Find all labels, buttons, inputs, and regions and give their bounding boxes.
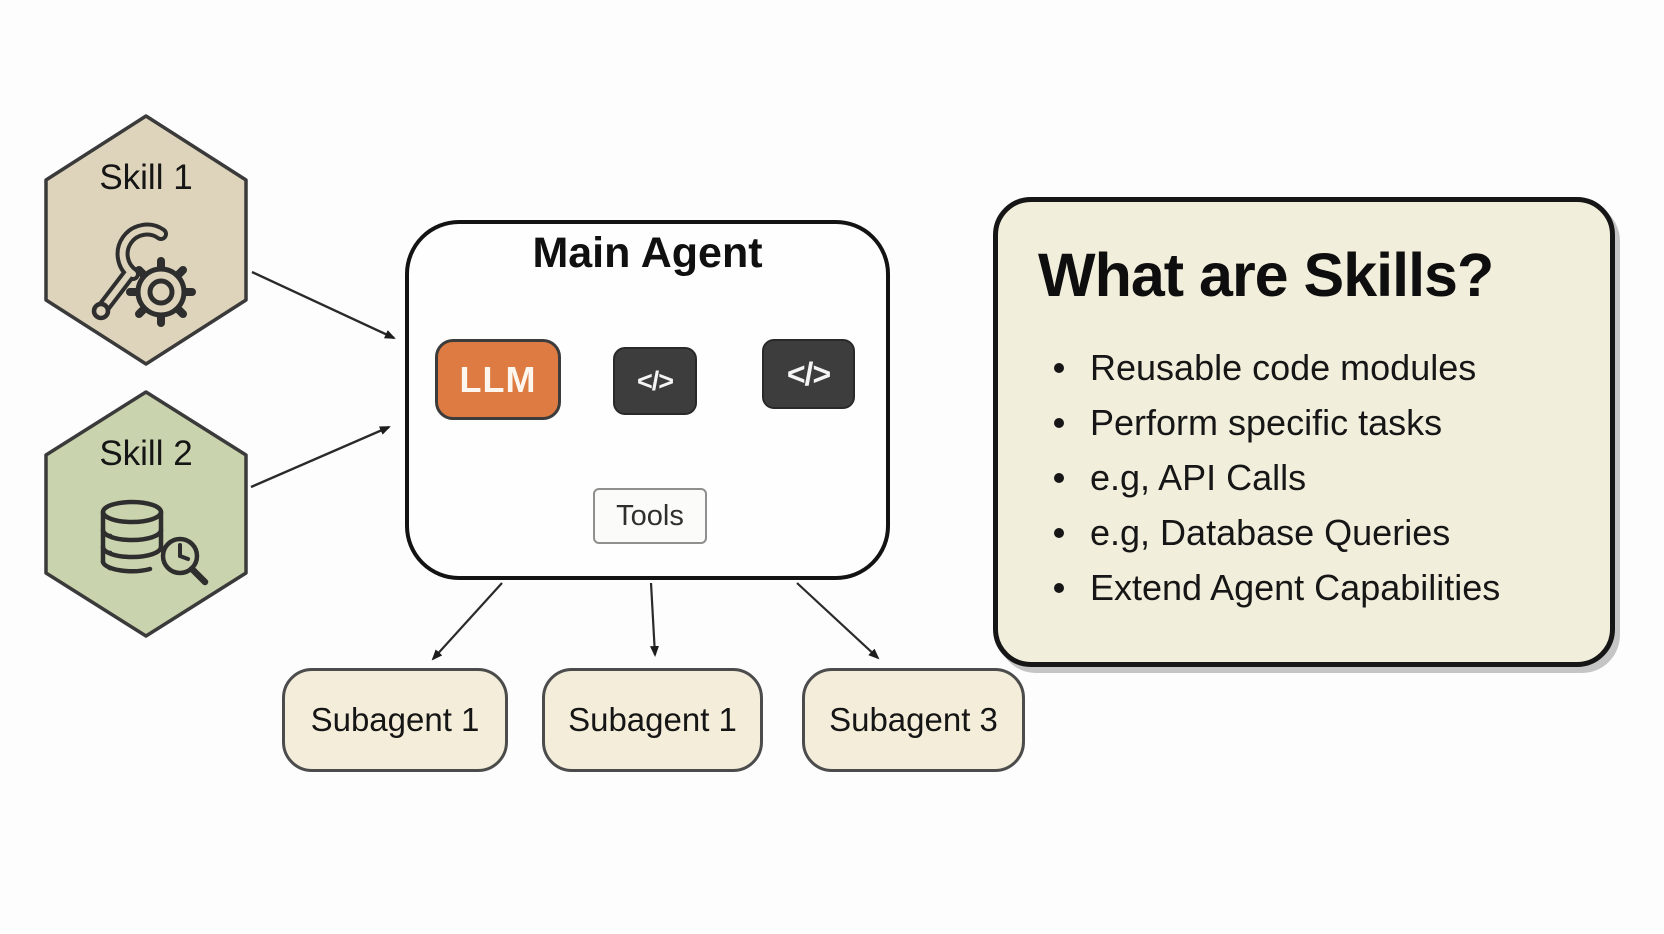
code-block-1: </> [613,347,697,415]
subagent-box-3: Subagent 3 [802,668,1025,772]
arrow-skill1-to-main [251,270,396,340]
bullet-item: Extend Agent Capabilities [998,560,1610,615]
code-block-2: </> [762,339,855,409]
skill2-hexagon: Skill 2 [42,388,250,640]
arrow-main-to-subagent1 [431,582,503,661]
info-panel-title: What are Skills? [1038,241,1494,309]
code-icon: </> [786,355,831,392]
info-bullet-list: Reusable code modules Perform specific t… [998,340,1610,615]
arrow-skill2-to-main [250,425,391,489]
skill1-label: Skill 1 [99,158,193,197]
wrench-gear-icon [91,222,196,327]
code-icon: </> [636,365,674,396]
hexagon-shape [44,114,248,366]
bullet-item: Perform specific tasks [998,395,1610,450]
bullet-item: e.g, API Calls [998,450,1610,505]
bullet-item: e.g, Database Queries [998,505,1610,560]
skill2-label: Skill 2 [99,434,193,473]
main-agent-title: Main Agent [532,229,763,277]
arrow-main-to-subagent3 [796,582,880,660]
bullet-item: Reusable code modules [998,340,1610,395]
tools-box: Tools [593,488,707,544]
database-search-icon [100,499,209,586]
skill1-hexagon: Skill 1 [42,112,250,368]
arrow-main-to-subagent2 [649,582,659,657]
subagent-box-1: Subagent 1 [282,668,508,772]
info-panel: What are Skills? Reusable code modules P… [993,197,1615,667]
subagent-box-2: Subagent 1 [542,668,763,772]
llm-box: LLM [435,339,561,420]
